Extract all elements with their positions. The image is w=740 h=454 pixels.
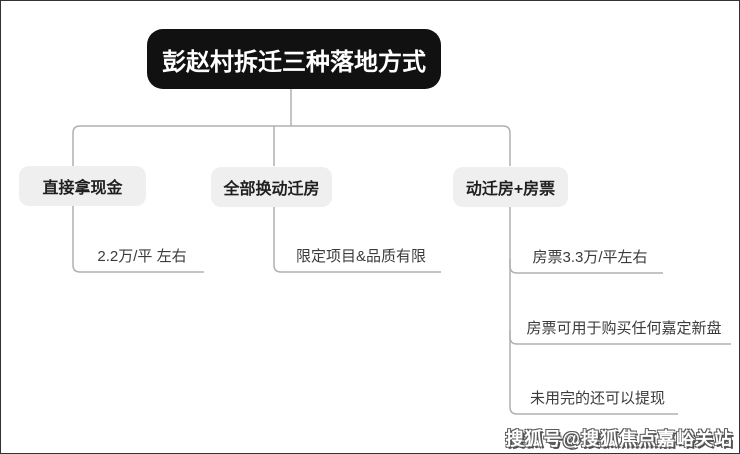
branch-label: 全部换动迁房 [223,181,320,198]
connector-branch3-spine [509,207,678,415]
root-title: 彭赵村拆迁三种落地方式 [162,48,426,76]
leaf-text: 2.2万/平 左右 [97,248,187,265]
leaf-node[interactable]: 房票3.3万/平左右 [517,244,663,270]
leaf-node[interactable]: 2.2万/平 左右 [80,243,204,269]
connector-rail [72,125,511,166]
leaf-text: 未用完的还可以提现 [529,390,665,407]
branch-node-relocation-housing[interactable]: 全部换动迁房 [211,167,332,207]
watermark: 搜狐号@搜狐焦点嘉峪关站 [505,429,733,449]
leaf-node[interactable]: 限定项目&品质有限 [281,243,441,269]
connector-branch3-leaf1 [509,259,663,274]
root-node[interactable]: 彭赵村拆迁三种落地方式 [147,29,441,89]
connector-branch3-leaf2 [509,330,731,345]
leaf-text: 房票3.3万/平左右 [532,249,648,266]
leaf-node[interactable]: 房票可用于购买任何嘉定新盘 [517,315,731,341]
branch-node-housing-plus-ticket[interactable]: 动迁房+房票 [453,167,568,207]
leaf-text: 房票可用于购买任何嘉定新盘 [526,320,722,337]
branch-node-cash[interactable]: 直接拿现金 [19,166,146,206]
branch-label: 直接拿现金 [42,180,123,197]
leaf-node[interactable]: 未用完的还可以提现 [517,385,678,411]
connector-branch2-leaf [273,207,441,273]
branch-label: 动迁房+房票 [465,181,556,198]
connector-branch1-leaf [72,204,204,273]
leaf-text: 限定项目&品质有限 [295,248,426,265]
